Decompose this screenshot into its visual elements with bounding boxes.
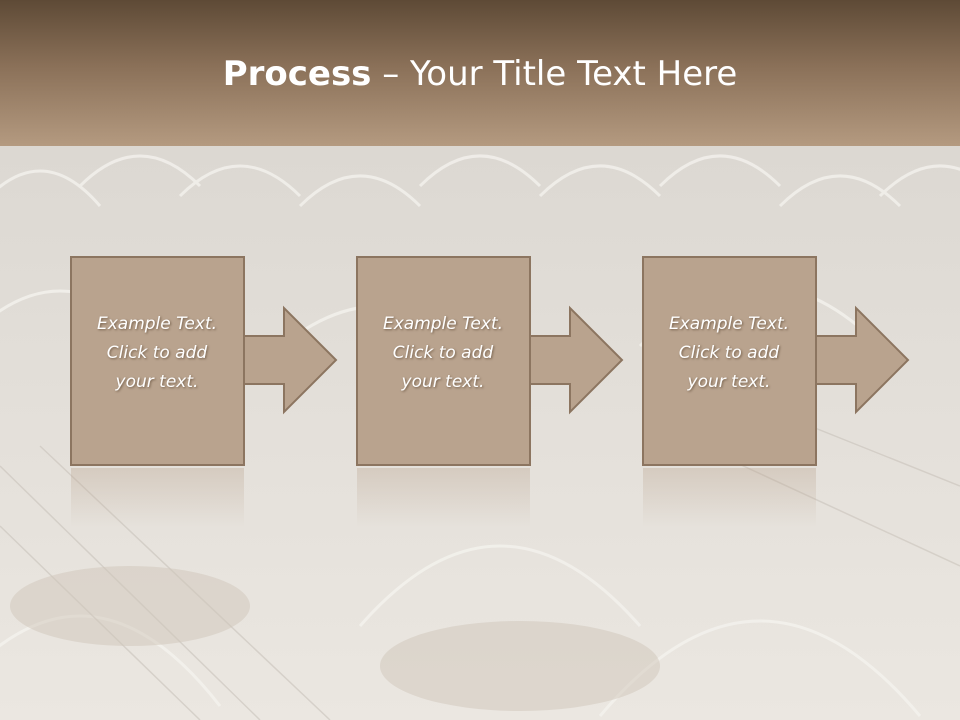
step-3-reflection xyxy=(643,468,816,528)
step-3-box[interactable] xyxy=(642,256,817,466)
step-1-reflection xyxy=(71,468,244,528)
step-2-box[interactable] xyxy=(356,256,531,466)
slide-title[interactable]: Process – Your Title Text Here xyxy=(0,52,960,96)
step-2-text[interactable]: Example Text. Click to add your text. xyxy=(382,314,504,392)
arrow-2[interactable] xyxy=(525,305,624,415)
step-1-text[interactable]: Example Text. Click to add your text. xyxy=(96,314,218,392)
title-bold-part: Process xyxy=(222,54,372,94)
title-bar xyxy=(0,0,960,146)
step-1-box[interactable] xyxy=(70,256,245,466)
arrow-1[interactable] xyxy=(239,305,338,415)
step-3-text[interactable]: Example Text. Click to add your text. xyxy=(668,314,790,392)
arrow-3[interactable] xyxy=(811,305,910,415)
step-2-reflection xyxy=(357,468,530,528)
title-rest-part: – Your Title Text Here xyxy=(371,54,738,94)
